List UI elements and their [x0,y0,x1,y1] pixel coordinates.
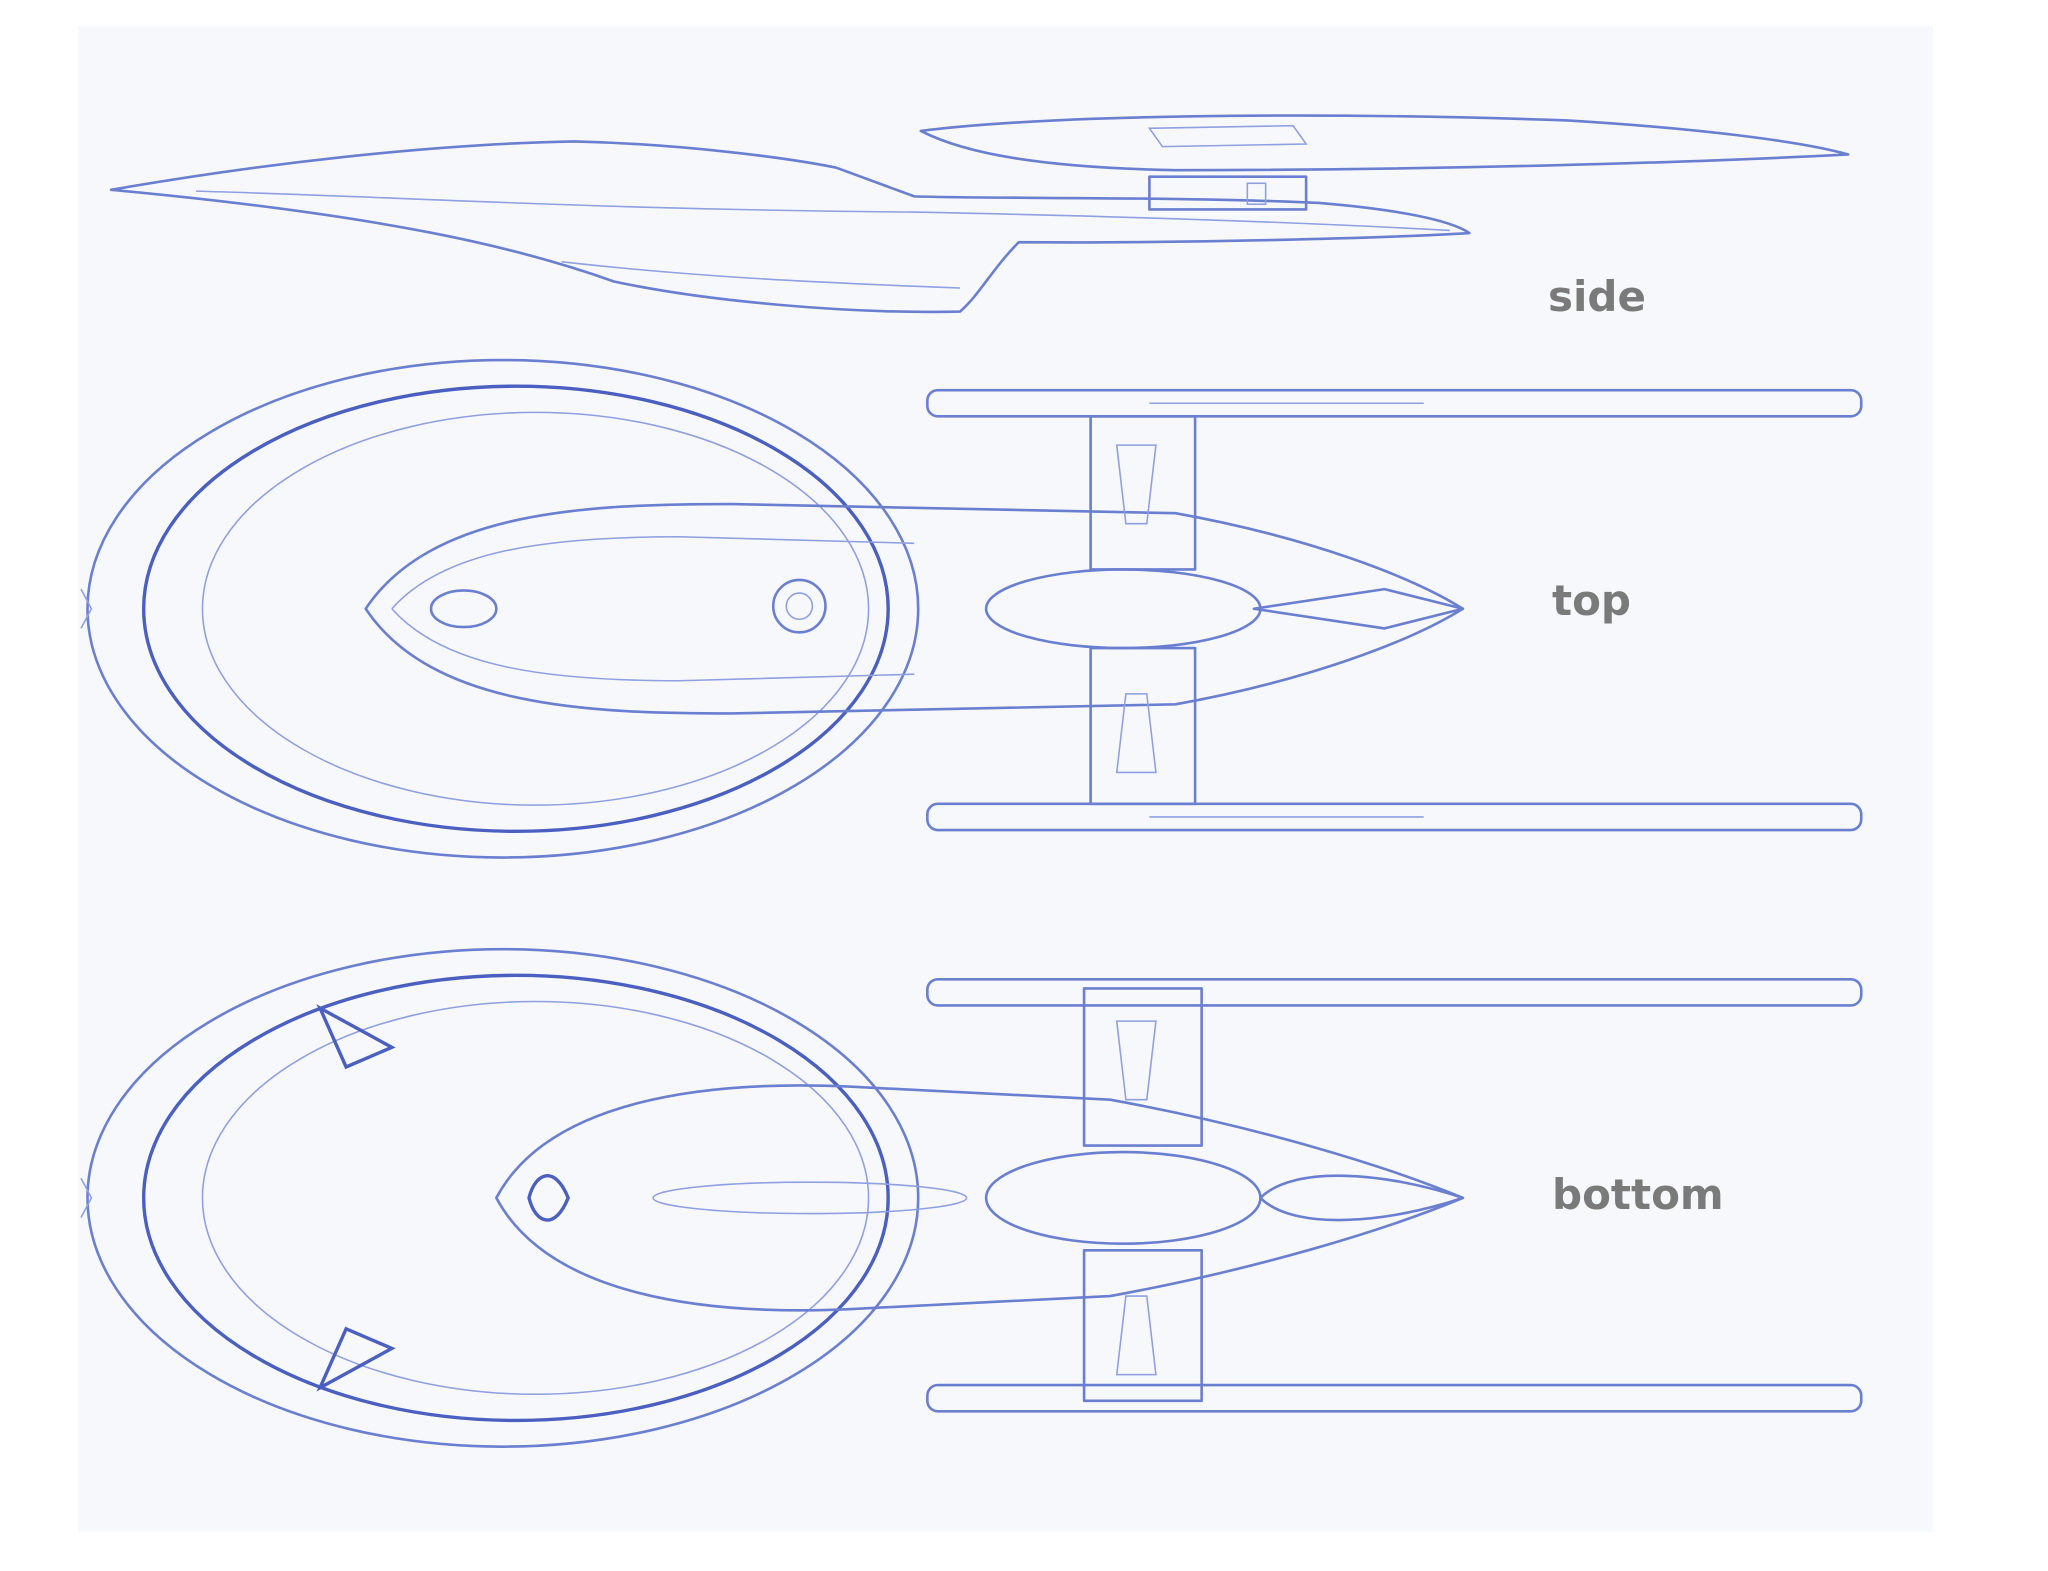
top-view-drawing [80,358,1863,859]
top-view-label: top [1552,576,1631,625]
bottom-view-label: bottom [1552,1170,1724,1219]
paper-background [78,26,1934,1532]
side-view-drawing [109,114,1850,314]
side-view-label: side [1548,272,1646,321]
bottom-view-drawing [80,947,1863,1448]
